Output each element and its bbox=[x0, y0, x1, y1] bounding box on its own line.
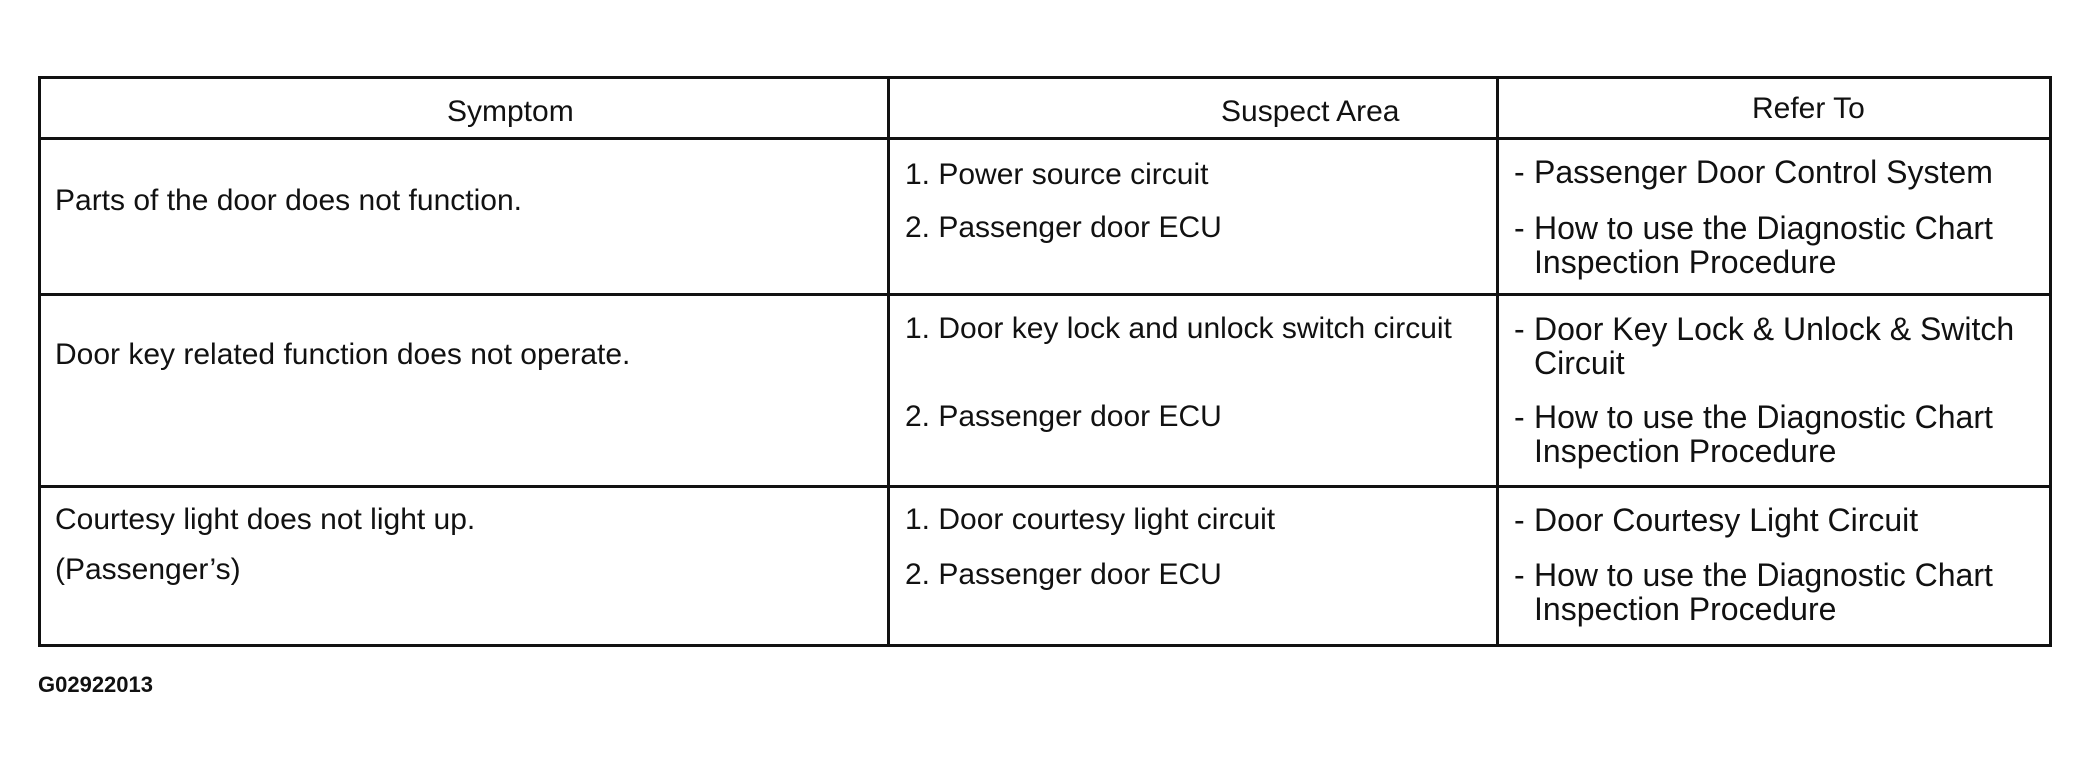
symptom-text: Parts of the door does not function. bbox=[55, 184, 522, 217]
refer-text: Door Courtesy Light Circuit bbox=[1534, 502, 1919, 538]
refer-text: Door Key Lock & Unlock & Switch bbox=[1534, 311, 2015, 347]
column-divider bbox=[887, 79, 890, 644]
row-divider bbox=[41, 137, 2049, 140]
refer-dash: - bbox=[1514, 154, 1525, 190]
row-divider bbox=[41, 485, 2049, 488]
refer-dash: - bbox=[1514, 399, 1525, 435]
symptom-text: Courtesy light does not light up. bbox=[55, 503, 476, 536]
refer-text: How to use the Diagnostic Chart bbox=[1534, 210, 1993, 246]
header-refer-to: Refer To bbox=[1752, 92, 1865, 125]
suspect-item: 1. Power source circuit bbox=[905, 158, 1209, 191]
symptom-text: (Passenger’s) bbox=[55, 553, 241, 586]
refer-text: Circuit bbox=[1534, 345, 1625, 381]
suspect-item: 2. Passenger door ECU bbox=[905, 400, 1222, 433]
refer-dash: - bbox=[1514, 502, 1525, 538]
diagnostic-table: Symptom Suspect Area Refer To Parts of t… bbox=[38, 76, 2052, 647]
refer-text: Inspection Procedure bbox=[1534, 433, 1837, 469]
refer-dash: - bbox=[1514, 557, 1525, 593]
row-divider bbox=[41, 293, 2049, 296]
symptom-text: Door key related function does not opera… bbox=[55, 338, 631, 371]
suspect-item: 2. Passenger door ECU bbox=[905, 558, 1222, 591]
refer-text: How to use the Diagnostic Chart bbox=[1534, 399, 1993, 435]
refer-dash: - bbox=[1514, 210, 1525, 246]
header-symptom: Symptom bbox=[447, 95, 574, 128]
figure-id: G02922013 bbox=[38, 672, 153, 697]
refer-text: Inspection Procedure bbox=[1534, 591, 1837, 627]
column-divider bbox=[1496, 79, 1499, 644]
refer-text: Inspection Procedure bbox=[1534, 244, 1837, 280]
refer-text: How to use the Diagnostic Chart bbox=[1534, 557, 1993, 593]
refer-dash: - bbox=[1514, 311, 1525, 347]
suspect-item: 1. Door key lock and unlock switch circu… bbox=[905, 312, 1452, 345]
suspect-item: 2. Passenger door ECU bbox=[905, 211, 1222, 244]
header-suspect-area: Suspect Area bbox=[1221, 95, 1400, 128]
refer-text: Passenger Door Control System bbox=[1534, 154, 1993, 190]
suspect-item: 1. Door courtesy light circuit bbox=[905, 503, 1276, 536]
